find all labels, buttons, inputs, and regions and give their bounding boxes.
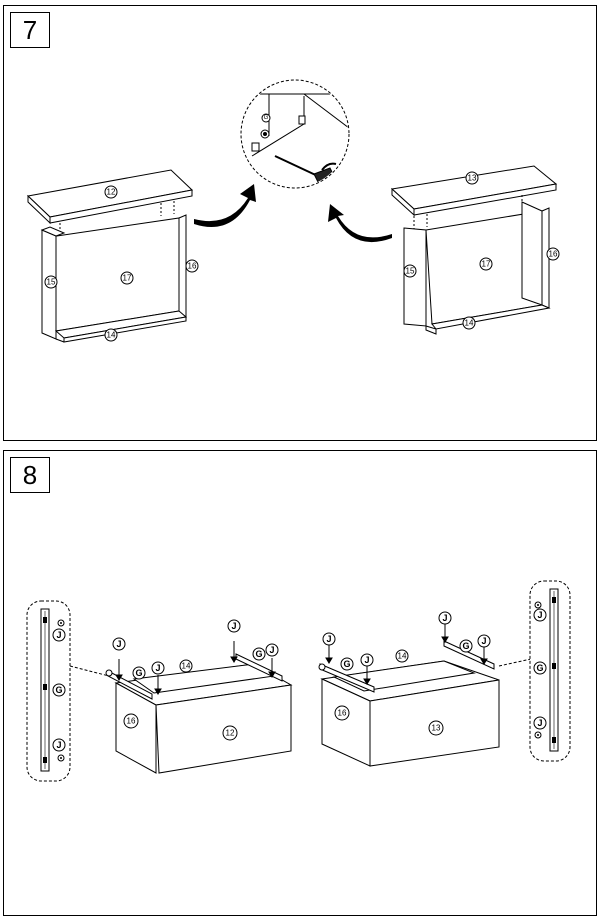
- label-17-right: 17: [482, 260, 491, 269]
- rail-G: G: [343, 659, 350, 669]
- step-8-illustration: J G J J J J: [26, 580, 571, 782]
- screw-J: J: [326, 634, 331, 644]
- drawer-side-16: [115, 682, 157, 774]
- screw-J: J: [442, 613, 447, 623]
- label-14-right: 14: [465, 319, 474, 328]
- rail-G: G: [462, 641, 469, 651]
- label-15: 15: [47, 278, 56, 287]
- screw-J: J: [116, 639, 121, 649]
- step-7-illustration: 12 15 17 16 14: [26, 79, 560, 343]
- rail-G: G: [255, 649, 262, 659]
- label-G: G: [264, 115, 269, 121]
- step-number: 8: [10, 457, 50, 493]
- arrow-right-to-detail: [328, 204, 392, 243]
- screw-J: J: [364, 655, 369, 665]
- label-16-right: 16: [338, 709, 347, 718]
- label-17: 17: [123, 274, 132, 283]
- arrow-left-to-detail: [194, 184, 256, 227]
- screw-J: J: [481, 636, 486, 646]
- left-drawer: [105, 641, 293, 774]
- label-14: 14: [182, 662, 191, 671]
- label-14-right: 14: [398, 652, 407, 661]
- label-14: 14: [107, 331, 116, 340]
- left-side-15-right: [403, 227, 427, 327]
- step-number: 7: [10, 12, 50, 48]
- right-cabinet: [390, 165, 558, 335]
- step-7-panel: 7 12 15: [3, 5, 597, 441]
- left-detail-screw-top: J: [56, 630, 61, 640]
- left-detail-rail: G: [55, 685, 62, 695]
- screw-J: J: [231, 621, 236, 631]
- right-detail-rail: G: [536, 663, 543, 673]
- left-drawer-labels: J J J J G G 14 16 12: [112, 619, 279, 741]
- screw-J: J: [269, 645, 274, 655]
- right-cabinet-labels: 13 15 17 16 14: [403, 171, 560, 330]
- step-8-panel: 8 J G J: [3, 450, 597, 916]
- label-16: 16: [188, 262, 197, 271]
- label-12: 12: [107, 188, 116, 197]
- left-rail-detail: J G J: [26, 600, 110, 782]
- right-side-16: [178, 214, 187, 322]
- right-rail-detail: J G J: [498, 580, 571, 762]
- label-16: 16: [127, 717, 136, 726]
- label-13: 13: [468, 174, 477, 183]
- right-detail-screw-bottom: J: [537, 718, 542, 728]
- label-16-right: 16: [549, 250, 558, 259]
- right-drawer-labels: J J J J G G 14 16 13: [322, 611, 491, 736]
- label-12: 12: [226, 729, 235, 738]
- drawer-front-12: [155, 684, 292, 774]
- bottom-14-right: [431, 304, 551, 330]
- left-detail-screw-bottom: J: [56, 740, 61, 750]
- screw-J: J: [155, 663, 160, 673]
- left-cabinet-labels: 12 15 17 16 14: [44, 185, 199, 342]
- rail-G: G: [135, 668, 142, 678]
- label-13: 13: [432, 724, 441, 733]
- detail-circle: G: [240, 79, 350, 189]
- right-detail-screw-top: J: [537, 610, 542, 620]
- label-15-right: 15: [406, 267, 415, 276]
